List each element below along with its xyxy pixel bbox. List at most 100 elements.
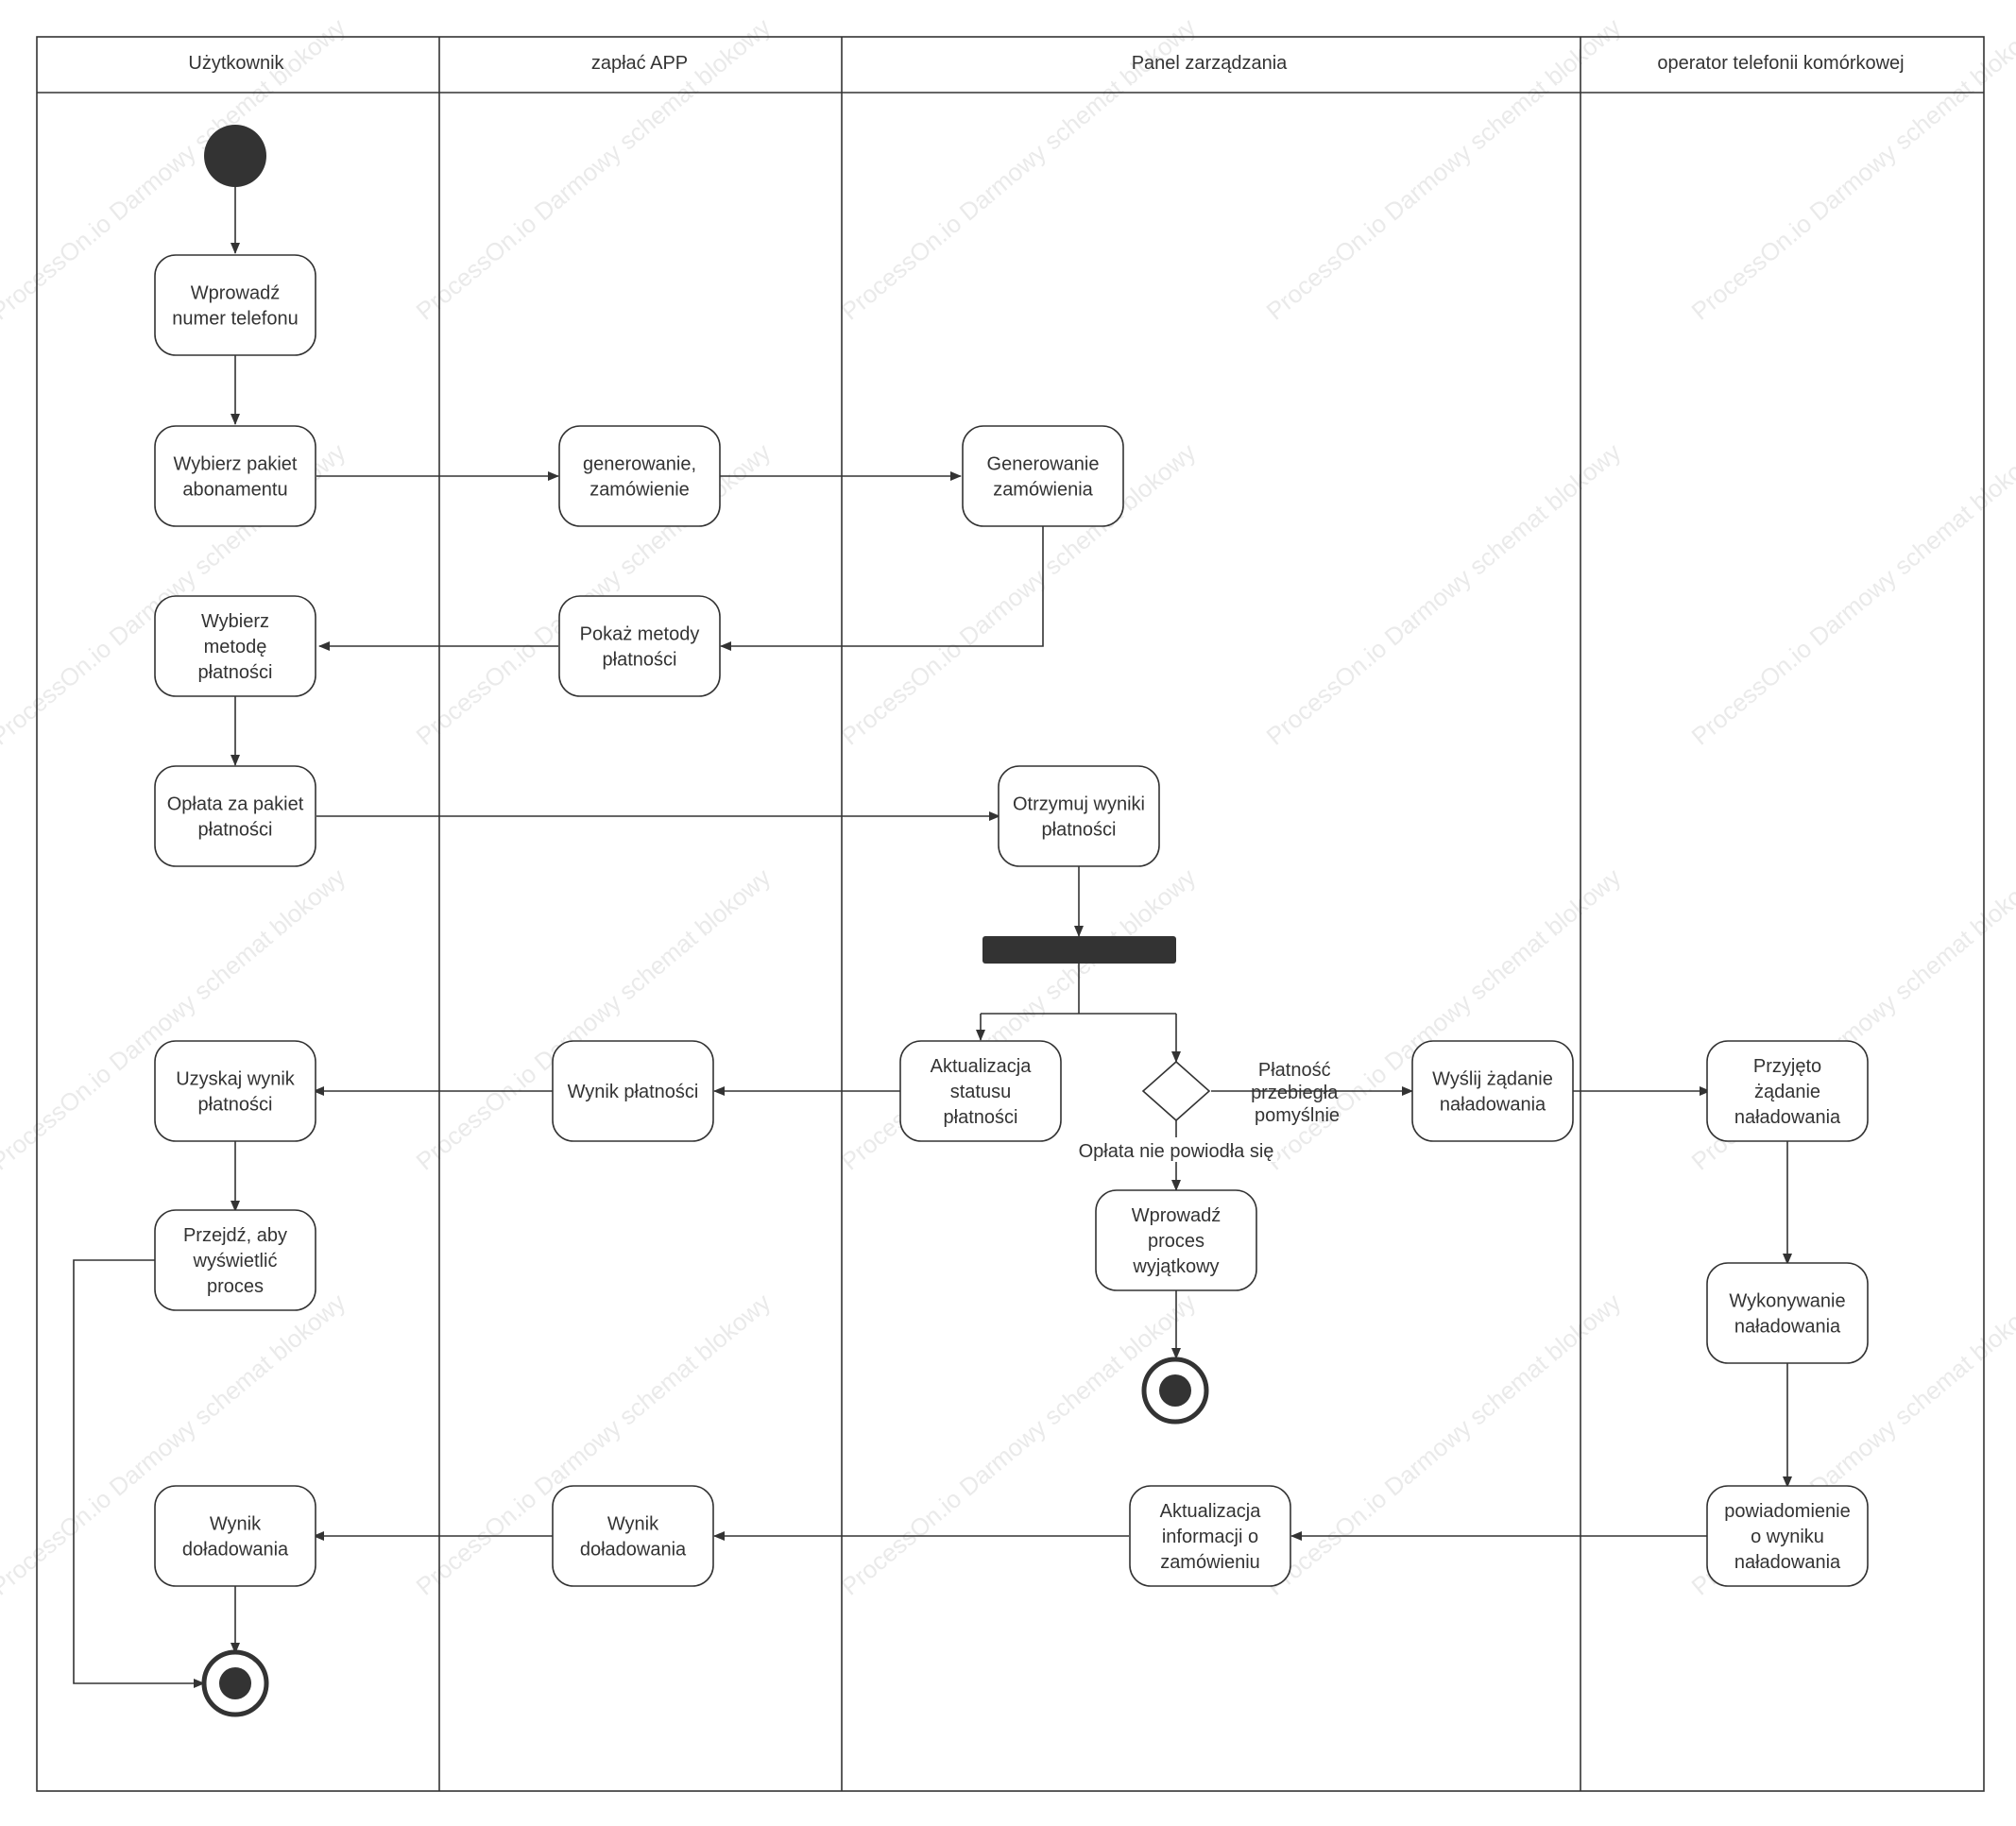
action-node-label-line: zamówienie bbox=[589, 480, 690, 501]
action-node-label-line: zamówieniu bbox=[1160, 1552, 1260, 1573]
action-node-powiadomienie: powiadomienie o wyniku naładowania bbox=[1706, 1485, 1869, 1587]
action-node-box bbox=[154, 765, 316, 867]
edge-labels: Płatność przebiegła pomyślnie Opłata nie… bbox=[1075, 1060, 1343, 1162]
initial-node bbox=[204, 125, 266, 187]
swimlane-frame: Użytkownik zapłać APP Panel zarządzania … bbox=[36, 36, 1985, 1792]
final-node bbox=[201, 1649, 269, 1717]
edge-layer bbox=[73, 182, 1792, 1688]
action-node-box bbox=[154, 425, 316, 527]
guard-label-failure-bg bbox=[1075, 1137, 1277, 1162]
action-node-label-line: generowanie, bbox=[583, 454, 696, 475]
guard-label-success-line: przebiegła bbox=[1251, 1083, 1339, 1103]
watermark-text: ProcessOn.io Darmowy schemat blokowy bbox=[1261, 437, 1627, 750]
action-node-label-line: Wprowadź bbox=[1132, 1205, 1221, 1226]
lane-title-operator: operator telefonii komórkowej bbox=[1657, 53, 1904, 74]
action-node-label-line: proces bbox=[1148, 1231, 1204, 1252]
action-node-label-line: żądanie bbox=[1754, 1082, 1820, 1102]
action-node-box bbox=[558, 595, 721, 697]
action-node-label-line: naładowania bbox=[1734, 1552, 1841, 1573]
action-node-label-line: naładowania bbox=[1440, 1095, 1546, 1116]
control-nodes bbox=[201, 125, 1211, 1717]
action-node-label-line: naładowania bbox=[1734, 1107, 1841, 1128]
action-node-oplata-pakiet: Opłata za pakiet płatności bbox=[154, 765, 316, 867]
action-node-label-line: płatności bbox=[198, 662, 273, 683]
action-node-label-line: Wykonywanie bbox=[1729, 1291, 1845, 1312]
action-node-label-line: metodę bbox=[204, 637, 267, 657]
action-node-box bbox=[552, 1485, 714, 1587]
action-node-box bbox=[154, 595, 316, 697]
swimlane-outer-border bbox=[36, 36, 1985, 1792]
action-node-label-line: Wybierz pakiet bbox=[174, 454, 298, 475]
action-node-label: Pokaż metody płatności bbox=[580, 624, 700, 671]
action-node-label-line: o wyniku bbox=[1751, 1527, 1824, 1547]
flow-arrow bbox=[73, 1259, 205, 1688]
action-node-box bbox=[558, 425, 721, 527]
guard-label-success-line: pomyślnie bbox=[1255, 1105, 1340, 1126]
action-node-label: powiadomienie o wyniku naładowania bbox=[1724, 1501, 1850, 1573]
action-node-label-line: Uzyskaj wynik bbox=[176, 1069, 296, 1090]
action-node-wprowadz-proces: Wprowadź proces wyjątkowy bbox=[1095, 1189, 1257, 1291]
action-node-label-line: doładowania bbox=[580, 1540, 687, 1561]
action-node-label-line: Pokaż metody bbox=[580, 624, 700, 645]
action-node-label-line: Wynik bbox=[607, 1514, 659, 1535]
action-node-label: Wybierz pakiet abonamentu bbox=[174, 454, 298, 501]
action-node-label: generowanie, zamówienie bbox=[583, 454, 696, 501]
action-node-label-line: zamówienia bbox=[993, 480, 1093, 501]
action-node-label-line: informacji o bbox=[1162, 1527, 1258, 1547]
action-node-label-line: płatności bbox=[603, 650, 677, 671]
action-node-box bbox=[998, 765, 1160, 867]
action-node-label-line: wyświetlić bbox=[193, 1251, 278, 1271]
watermark-text: ProcessOn.io Darmowy schemat blokowy bbox=[1261, 12, 1627, 325]
action-node-box bbox=[154, 1485, 316, 1587]
action-node-label-line: Aktualizacja bbox=[1160, 1501, 1262, 1522]
action-node-box bbox=[1095, 1189, 1257, 1291]
action-node-label-line: Przejdź, aby bbox=[183, 1225, 287, 1246]
action-node-wynik-platnosci: Wynik płatności bbox=[552, 1040, 714, 1142]
action-node-box bbox=[154, 254, 316, 356]
action-node-label-line: płatności bbox=[198, 820, 273, 841]
action-node-label-line: abonamentu bbox=[182, 480, 287, 501]
action-node-label-line: Aktualizacja bbox=[931, 1056, 1033, 1077]
action-node-box bbox=[899, 1040, 1062, 1142]
watermark-text: ProcessOn.io Darmowy schemat blokowy bbox=[1686, 437, 2016, 750]
action-node-box bbox=[1129, 1485, 1291, 1587]
action-node-label: Wynik doładowania bbox=[580, 1514, 687, 1561]
action-node-label-line: płatności bbox=[198, 1095, 273, 1116]
action-node-box bbox=[1706, 1040, 1869, 1142]
action-node-box bbox=[154, 1209, 316, 1311]
action-node-uzyskaj-wynik: Uzyskaj wynik płatności bbox=[154, 1040, 316, 1142]
action-node-box bbox=[1706, 1485, 1869, 1587]
flow-arrow bbox=[720, 525, 1044, 651]
action-node-label-line: Otrzymuj wyniki bbox=[1013, 794, 1145, 815]
watermark-text: ProcessOn.io Darmowy schemat blokowy bbox=[1261, 1288, 1627, 1600]
action-node-generowanie-panel: Generowanie zamówienia bbox=[962, 425, 1124, 527]
action-node-label-line: Wynik płatności bbox=[568, 1082, 699, 1102]
action-node-label-line: Generowanie bbox=[987, 454, 1100, 475]
lane-title-zaplac-app: zapłać APP bbox=[591, 53, 688, 74]
action-node-label-line: numer telefonu bbox=[172, 309, 298, 330]
action-node-label-line: płatności bbox=[944, 1107, 1018, 1128]
lane-title-panel: Panel zarządzania bbox=[1132, 53, 1288, 74]
action-node-label-line: Opłata za pakiet bbox=[167, 794, 304, 815]
action-node-label-line: wyjątkowy bbox=[1132, 1256, 1219, 1277]
action-node-label-line: powiadomienie bbox=[1724, 1501, 1850, 1522]
guard-label-success-line: Płatność bbox=[1258, 1060, 1331, 1081]
guard-label-success: Płatność przebiegła pomyślnie bbox=[1251, 1060, 1343, 1126]
action-node-label: Wynik płatności bbox=[568, 1082, 699, 1102]
action-node-label: Aktualizacja informacji o zamówieniu bbox=[1160, 1501, 1262, 1573]
action-node-box bbox=[1411, 1040, 1574, 1142]
